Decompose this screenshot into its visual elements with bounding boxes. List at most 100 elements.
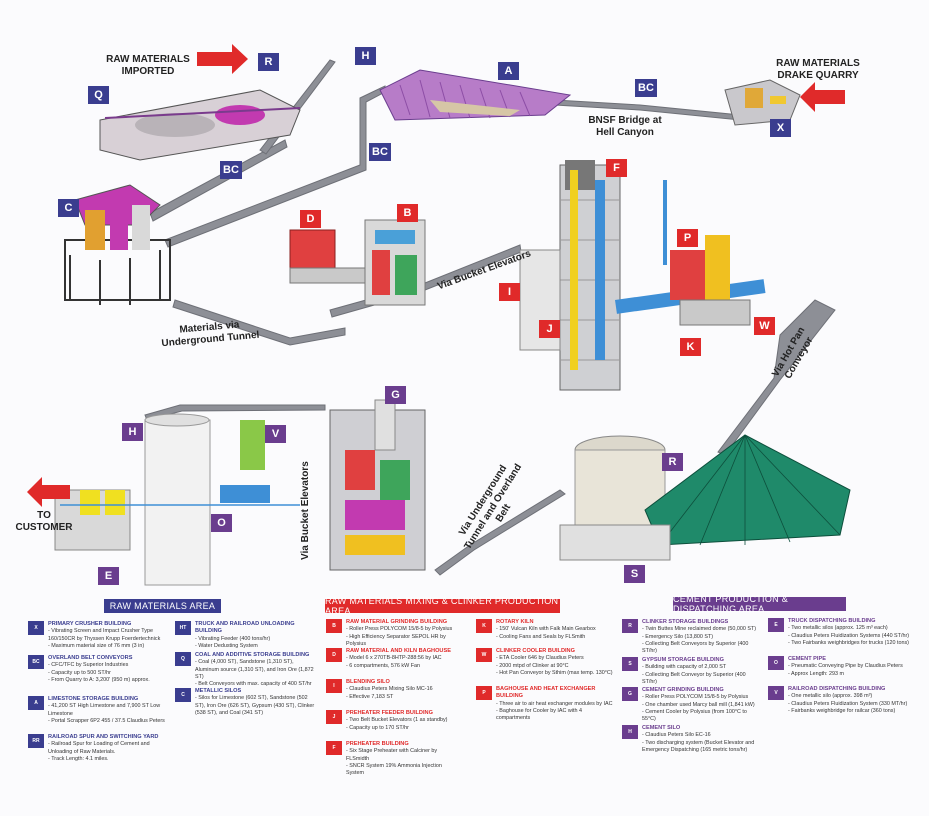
legend-item-line: - Effective 7,183 ST (346, 693, 394, 700)
legend-item-title: METALLIC SILOS (195, 688, 242, 694)
conveyor-belts (144, 59, 836, 576)
legend-code-badge: W (476, 648, 492, 662)
legend-code-badge: O (768, 656, 784, 670)
legend-item-line: - Claudius Peters Silo EC-16 (642, 732, 711, 739)
legend-item-title: CEMENT PIPE (788, 656, 826, 662)
label-bnsf: BNSF Bridge at Hell Canyon (588, 115, 662, 138)
tag-g: G (385, 386, 406, 404)
building-q (99, 89, 301, 161)
legend-code-badge: R (622, 619, 638, 633)
tag-q: Q (88, 86, 109, 104)
legend-item-line: - ETA Cooler 646 by Claudius Peters (496, 655, 584, 662)
legend-item-title: RAILROAD DISPATCHING BUILDING (788, 686, 886, 692)
legend-item-line: - Two discharging system (Bucket Elevato… (642, 739, 755, 753)
legend-code-badge: V (768, 686, 784, 700)
legend-item-line: - Emergency Silo (13,800 ST) (642, 633, 714, 640)
legend-code-badge: H (622, 725, 638, 739)
legend-item-line: - High Efficiency Separator SEPOL HR by … (346, 633, 446, 647)
legend-item-line: - 41,200 ST High Limestone and 7,900 ST … (48, 703, 161, 717)
legend-item-line: - SNCR System 19% Ammonia Injection Syst… (346, 762, 442, 777)
legend-item-line: - Approx Length: 293 m (788, 670, 845, 677)
legend-code-badge: J (326, 710, 342, 724)
legend-item-h: H CEMENT SILO- Claudius Peters Silo EC-16… (622, 725, 762, 754)
legend-item-line: - Three air to air heat exchanger module… (496, 700, 613, 707)
legend-code-badge: RR (28, 734, 44, 748)
legend-item-o: O CEMENT PIPE- Pneumatic Conveying Pipe b… (768, 656, 918, 678)
label-bucket-2: Via Bucket Elevators (300, 461, 311, 560)
tag-c: C (58, 199, 79, 217)
legend-item-title: TRUCK DISPATCHING BUILDING (788, 618, 876, 624)
legend-item-line: - Fairbanks weighbridge for railcar (360… (788, 707, 896, 714)
legend-item-title: BAGHOUSE AND HEAT EXCHANGER BUILDING (496, 686, 596, 700)
tag-h: H (122, 423, 143, 441)
tag-x: X (770, 119, 791, 137)
legend-item-line: - Roller Press POLYCOM 15/8-5 by Polysiu… (346, 626, 453, 633)
legend-item-line: - Roller Press POLYCOM 15/8-5 by Polysiu… (642, 694, 749, 701)
arrow-imported-icon (197, 44, 248, 74)
tag-s: S (624, 565, 645, 583)
conveyor-underground-1 (172, 299, 346, 346)
legend-item-line: - 150' Vulcan Kiln with Falk Main Gearbo… (496, 626, 596, 633)
building-a (379, 69, 572, 121)
legend-item-line: - Cement Cooler by Polysius (from 100°C … (642, 708, 747, 723)
legend-code-badge: D (326, 648, 342, 662)
legend-code-badge: X (28, 621, 44, 635)
legend-header-mixing: RAW MATERIALS MIXING & CLINKER PRODUCTIO… (325, 596, 560, 616)
building-r-s (559, 434, 851, 561)
legend-code-badge: C (175, 688, 191, 702)
legend-item-line: - One metallic silo (approx. 398 m³) (788, 693, 873, 700)
legend-item-line: - Water Dedusting System (195, 642, 258, 649)
legend-item-line: - Capacity up to 170 ST/hr (346, 724, 409, 731)
legend-item-line: - Vibrating Screen and Impact Crusher Ty… (48, 628, 161, 642)
legend-item-title: CEMENT GRINDING BUILDING (642, 687, 724, 693)
legend-item-title: PRIMARY CRUSHER BUILDING (48, 621, 132, 627)
legend-item-line: - Silos for Limestone (602 ST), Sandston… (195, 695, 315, 716)
legend-code-badge: HT (175, 621, 191, 635)
conveyor-overland-2 (434, 489, 566, 576)
legend-item-line: - Collecting Belt Conveyors by Superior … (642, 640, 749, 655)
legend-code-badge: K (476, 619, 492, 633)
building-d-b (289, 219, 426, 306)
legend-code-badge: E (768, 618, 784, 632)
legend-item-k: K ROTARY KILN- 150' Vulcan Kiln with Falk… (476, 619, 616, 641)
legend-item-line: - Pneumatic Conveying Pipe by Claudius P… (788, 663, 903, 670)
legend-item-title: PREHEATER BUILDING (346, 741, 409, 747)
legend-item-title: RAILROAD SPUR AND SWITCHING YARD (48, 734, 159, 740)
legend-item-line: - Two metallic silos (approx. 125 m³ eac… (788, 625, 888, 632)
legend-header-raw: RAW MATERIALS AREA (104, 599, 221, 613)
legend-item-title: BLENDING SILO (346, 679, 390, 685)
legend-item-v: V RAILROAD DISPATCHING BUILDING- One meta… (768, 686, 918, 715)
legend-item-line: - Capacity up to 500 ST/hr (48, 669, 111, 676)
legend-item-line: - 6 compartments, 576 kW Fan (346, 662, 420, 669)
building-c (64, 184, 171, 305)
building-g (329, 399, 426, 571)
tag-v: V (265, 425, 286, 443)
tag-bc-left: BC (220, 161, 242, 179)
tag-bc-mid: BC (369, 143, 391, 161)
legend-code-badge: F (326, 741, 342, 755)
legend-item-line: - Track Length: 4.1 miles. (48, 755, 109, 762)
legend-item-title: CEMENT SILO (642, 725, 681, 731)
legend-item-title: RAW MATERIAL GRINDING BUILDING (346, 619, 448, 625)
tag-r-top: R (258, 53, 279, 71)
tag-k: K (680, 338, 701, 356)
tag-a: A (498, 62, 519, 80)
legend-item-line: - Collecting Belt Conveyor by Superior (… (642, 671, 746, 685)
legend-item-line: - Hot Pan Conveyor by Sthim (max temp. 1… (496, 669, 613, 676)
tag-o: O (211, 514, 232, 532)
legend-item-line: - Building with capacity of 2,000 ST (642, 664, 727, 671)
legend-item-title: ROTARY KILN (496, 619, 534, 625)
tag-e: E (98, 567, 119, 585)
legend-item-title: CLINKER COOLER BUILDING (496, 648, 575, 654)
legend-item-line: - Portal Scrapper 6P2 455 / 37.5 Claudiu… (48, 717, 165, 724)
building-p-w (663, 180, 751, 326)
